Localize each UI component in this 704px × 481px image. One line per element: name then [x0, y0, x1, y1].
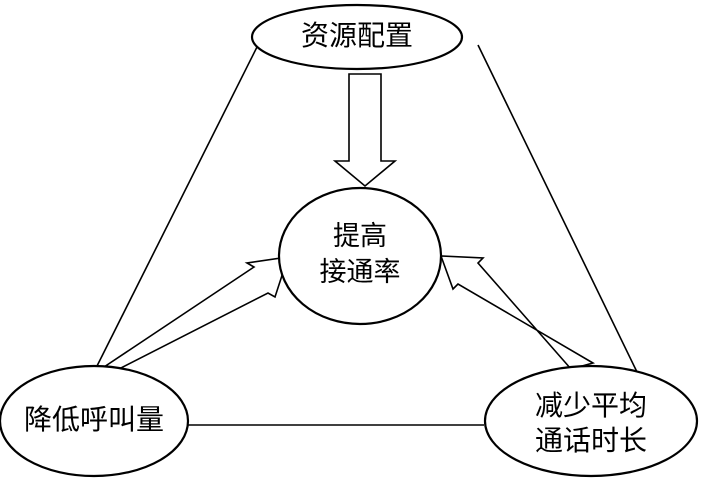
node-left-label: 降低呼叫量	[0, 403, 188, 437]
node-top-ellipse	[250, 3, 464, 71]
right-label-line1: 减少平均	[534, 389, 647, 422]
node-center-ellipse	[277, 186, 443, 326]
center-label-line2: 接通率	[319, 257, 401, 288]
arrow-left-to-center	[94, 256, 290, 374]
right-label-line2: 通话时长	[534, 424, 647, 457]
node-right-ellipse	[483, 364, 699, 478]
top-label-text: 资源配置	[300, 19, 413, 52]
node-right-label: 减少平均 通话时长	[485, 388, 697, 458]
line-top-right	[477, 44, 638, 373]
arrow-top-to-center	[332, 73, 398, 188]
line-top-left	[93, 44, 259, 373]
left-label-text: 降低呼叫量	[23, 403, 164, 436]
arrow-right-to-center	[439, 255, 596, 370]
node-center-label: 提高 接通率	[279, 219, 441, 291]
node-top-label: 资源配置	[252, 19, 462, 53]
center-label-line1: 提高	[333, 221, 387, 252]
node-left-ellipse	[0, 364, 190, 478]
